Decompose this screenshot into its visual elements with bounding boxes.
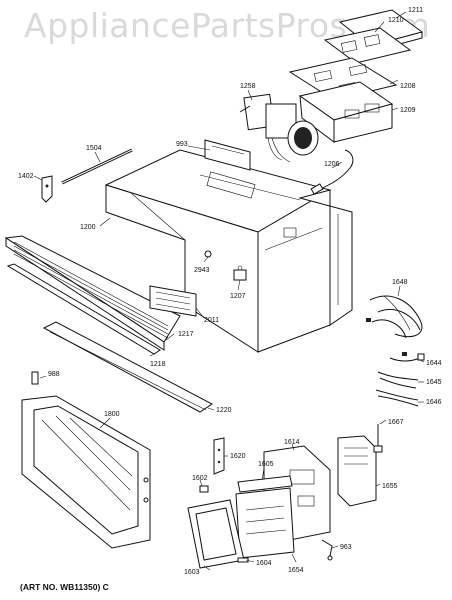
part-label: 988 <box>48 371 60 378</box>
label-1605[interactable] <box>237 475 293 493</box>
part-label: 1620 <box>230 453 246 460</box>
board-1655[interactable] <box>337 435 377 507</box>
part-label: 1504 <box>86 145 102 152</box>
keypad-1654[interactable] <box>235 487 295 559</box>
frame-1603[interactable] <box>187 499 245 569</box>
switch-1667[interactable] <box>373 424 383 453</box>
part-label: 1208 <box>400 83 416 90</box>
art-number: (ART NO. WB11350) C <box>20 582 109 592</box>
wire-harness-1645[interactable] <box>377 371 419 389</box>
screw-2943[interactable] <box>204 250 212 258</box>
part-label: 1605 <box>258 461 274 468</box>
part-number-labels: 1211 1210 1208 1209 1258 993 1206 1504 1… <box>18 7 442 576</box>
part-label: 1645 <box>426 379 442 386</box>
part-label: 1667 <box>388 419 404 426</box>
part-label: 1206 <box>324 161 340 168</box>
part-label: 963 <box>340 544 352 551</box>
power-cord-1206[interactable] <box>310 149 354 195</box>
part-label: 1654 <box>288 567 304 574</box>
damper-housing-1209[interactable] <box>298 81 394 143</box>
part-label: 1218 <box>150 361 166 368</box>
trim-strip-1218[interactable] <box>6 263 161 355</box>
part-label: 1603 <box>184 569 200 576</box>
screw-963[interactable] <box>321 539 333 561</box>
rear-panel-993[interactable] <box>204 139 251 171</box>
part-label: 1200 <box>80 224 96 231</box>
part-label: 1217 <box>178 331 194 338</box>
rod-1504[interactable] <box>61 148 133 185</box>
clip-1604[interactable] <box>237 557 249 563</box>
part-label: 1800 <box>104 411 120 418</box>
wire-harness-1644[interactable] <box>389 353 425 362</box>
bracket-1620[interactable] <box>213 437 225 475</box>
part-label: 1655 <box>382 483 398 490</box>
clip-1602[interactable] <box>199 485 209 493</box>
wire-harness-1646[interactable] <box>375 389 419 407</box>
part-label: 2943 <box>194 267 210 274</box>
leader-lines <box>33 11 425 571</box>
cabinet-1200[interactable] <box>104 149 332 353</box>
bracket-1207[interactable] <box>233 269 247 281</box>
part-label: 1207 <box>230 293 246 300</box>
bracket-1402[interactable] <box>41 175 53 203</box>
part-label: 1220 <box>216 407 232 414</box>
trim-strip-1220[interactable] <box>42 321 213 413</box>
filter-2011[interactable] <box>149 285 197 317</box>
wire-harness-1648[interactable] <box>366 295 423 356</box>
part-label: 1614 <box>284 439 300 446</box>
part-label: 1209 <box>400 107 416 114</box>
part-label: 2011 <box>204 317 219 324</box>
door-1800[interactable] <box>21 395 151 549</box>
grille-1217[interactable] <box>4 235 181 351</box>
part-label: 1644 <box>426 360 442 367</box>
part-label: 1646 <box>426 399 442 406</box>
vent-grille-1210[interactable] <box>323 27 412 64</box>
part-label: 1258 <box>240 83 256 90</box>
part-label: 1210 <box>388 17 404 24</box>
side-panel-right <box>298 189 353 326</box>
part-label: 1602 <box>192 475 208 482</box>
fan-motor-1258[interactable] <box>239 93 319 163</box>
part-label: 1402 <box>18 173 34 180</box>
latch-988[interactable] <box>31 371 39 385</box>
part-label: 993 <box>176 141 188 148</box>
part-label: 1604 <box>256 560 272 567</box>
part-label: 1211 <box>408 7 423 14</box>
part-label: 1648 <box>392 279 408 286</box>
